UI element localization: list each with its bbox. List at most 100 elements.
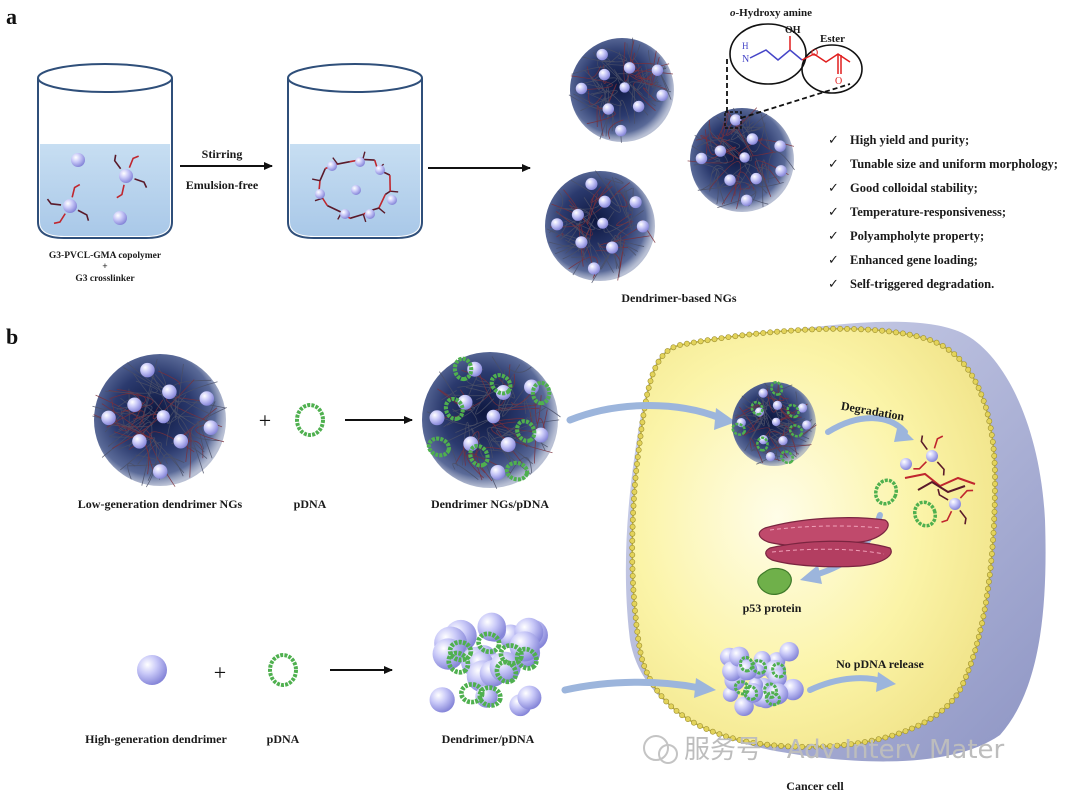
membrane-bead bbox=[981, 614, 986, 619]
plus-sign-2: + bbox=[214, 660, 226, 685]
pdna-ring-1 bbox=[297, 405, 323, 435]
nanogel-pdna-complex bbox=[422, 352, 561, 489]
dendrimer-sphere bbox=[375, 165, 385, 175]
membrane-bead bbox=[973, 648, 978, 653]
membrane-bead bbox=[992, 467, 997, 472]
check-mark: ✓ bbox=[828, 252, 839, 267]
membrane-bead bbox=[880, 328, 885, 333]
membrane-bead bbox=[685, 717, 690, 722]
membrane-bead bbox=[992, 502, 997, 507]
membrane-bead bbox=[992, 495, 997, 500]
wechat-icon bbox=[644, 736, 668, 760]
membrane-bead bbox=[677, 342, 682, 347]
feature-item: High yield and purity; bbox=[850, 133, 969, 147]
pdna-label-1: pDNA bbox=[294, 497, 327, 511]
pdna-ring-2 bbox=[270, 655, 296, 685]
dendrimer-sphere bbox=[575, 236, 587, 248]
feature-item: Tunable size and uniform morphology; bbox=[850, 157, 1058, 171]
membrane-bead bbox=[983, 405, 988, 410]
copolymer-label: G3-PVCL-GMA copolymer bbox=[49, 251, 162, 261]
membrane-bead bbox=[648, 379, 653, 384]
dendrimer-sphere bbox=[900, 458, 912, 470]
dendrimer-sphere bbox=[517, 686, 541, 710]
membrane-bead bbox=[979, 621, 984, 626]
dendrimer-sphere bbox=[487, 410, 501, 424]
dendrimer-sphere bbox=[174, 434, 189, 449]
membrane-bead bbox=[635, 629, 640, 634]
beaker-2 bbox=[288, 64, 422, 238]
check-mark: ✓ bbox=[828, 204, 839, 219]
feature-item: Temperature-responsiveness; bbox=[850, 205, 1006, 219]
membrane-bead bbox=[987, 572, 992, 577]
dendrimer-sphere bbox=[572, 209, 584, 221]
membrane-bead bbox=[991, 523, 996, 528]
pdna-ring bbox=[297, 405, 323, 435]
membrane-bead bbox=[969, 373, 974, 378]
dendrimer-sphere bbox=[351, 185, 361, 195]
dendrimer-sphere bbox=[759, 388, 768, 397]
membrane-bead bbox=[635, 454, 640, 459]
complex-label-2: Dendrimer/pDNA bbox=[442, 732, 535, 746]
membrane-bead bbox=[642, 663, 647, 668]
nh-h-label: H bbox=[742, 41, 749, 51]
membrane-bead bbox=[946, 347, 951, 352]
membrane-bead bbox=[634, 622, 639, 627]
membrane-bead bbox=[636, 447, 641, 452]
membrane-bead bbox=[988, 426, 993, 431]
membrane-bead bbox=[640, 420, 645, 425]
high-gen-dendrimer-sphere bbox=[137, 655, 167, 685]
dendrimer-sphere bbox=[132, 434, 147, 449]
dendrimer-sphere bbox=[606, 242, 618, 254]
membrane-bead bbox=[644, 670, 649, 675]
membrane-bead bbox=[952, 352, 957, 357]
membrane-bead bbox=[976, 385, 981, 390]
membrane-bead bbox=[775, 329, 780, 334]
membrane-bead bbox=[963, 674, 968, 679]
membrane-bead bbox=[817, 327, 822, 332]
dendrimer-sphere bbox=[652, 65, 663, 76]
oh-label: OH bbox=[785, 25, 801, 36]
membrane-bead bbox=[974, 641, 979, 646]
membrane-bead bbox=[852, 326, 857, 331]
membrane-bead bbox=[983, 600, 988, 605]
panel-a-letter: a bbox=[6, 4, 17, 29]
high-gen-label: High-generation dendrimer bbox=[85, 732, 227, 746]
membrane-bead bbox=[671, 345, 676, 350]
feature-item: Enhanced gene loading; bbox=[850, 253, 978, 267]
dendrimer-sphere bbox=[340, 209, 350, 219]
dendrimer-sphere bbox=[501, 437, 516, 452]
membrane-bead bbox=[712, 337, 717, 342]
membrane-bead bbox=[893, 330, 898, 335]
membrane-bead bbox=[632, 601, 637, 606]
membrane-bead bbox=[978, 627, 983, 632]
ester-chain bbox=[802, 54, 850, 62]
membrane-bead bbox=[961, 681, 966, 686]
nanogel-top bbox=[569, 38, 674, 143]
membrane-bead bbox=[928, 716, 933, 721]
dendrimer-sphere bbox=[162, 385, 177, 400]
svg-text:o-Hydroxy amine: o-Hydroxy amine bbox=[730, 7, 812, 19]
dendrimer-sphere bbox=[63, 199, 77, 213]
membrane-bead bbox=[981, 398, 986, 403]
dendrimer-sphere bbox=[926, 450, 938, 462]
membrane-bead bbox=[726, 335, 731, 340]
plus-label: + bbox=[102, 262, 107, 272]
dendrimer-sphere bbox=[779, 642, 798, 661]
membrane-bead bbox=[768, 330, 773, 335]
membrane-bead bbox=[653, 365, 658, 370]
membrane-bead bbox=[873, 328, 878, 333]
pdna-ring bbox=[270, 655, 296, 685]
membrane-bead bbox=[630, 524, 635, 529]
dendrimer-sphere bbox=[200, 391, 215, 406]
membrane-bead bbox=[639, 427, 644, 432]
membrane-bead bbox=[630, 538, 635, 543]
membrane-bead bbox=[637, 643, 642, 648]
dendrimer-sphere bbox=[724, 174, 735, 185]
dendrimer-sphere bbox=[599, 196, 611, 208]
dendrimer-sphere bbox=[696, 153, 707, 164]
feature-item: Self-triggered degradation. bbox=[850, 277, 994, 291]
features-list: ✓ High yield and purity; ✓ Tunable size and… bbox=[828, 132, 1058, 291]
check-mark: ✓ bbox=[828, 228, 839, 243]
membrane-bead bbox=[984, 593, 989, 598]
dendrimer-sphere bbox=[597, 218, 608, 229]
